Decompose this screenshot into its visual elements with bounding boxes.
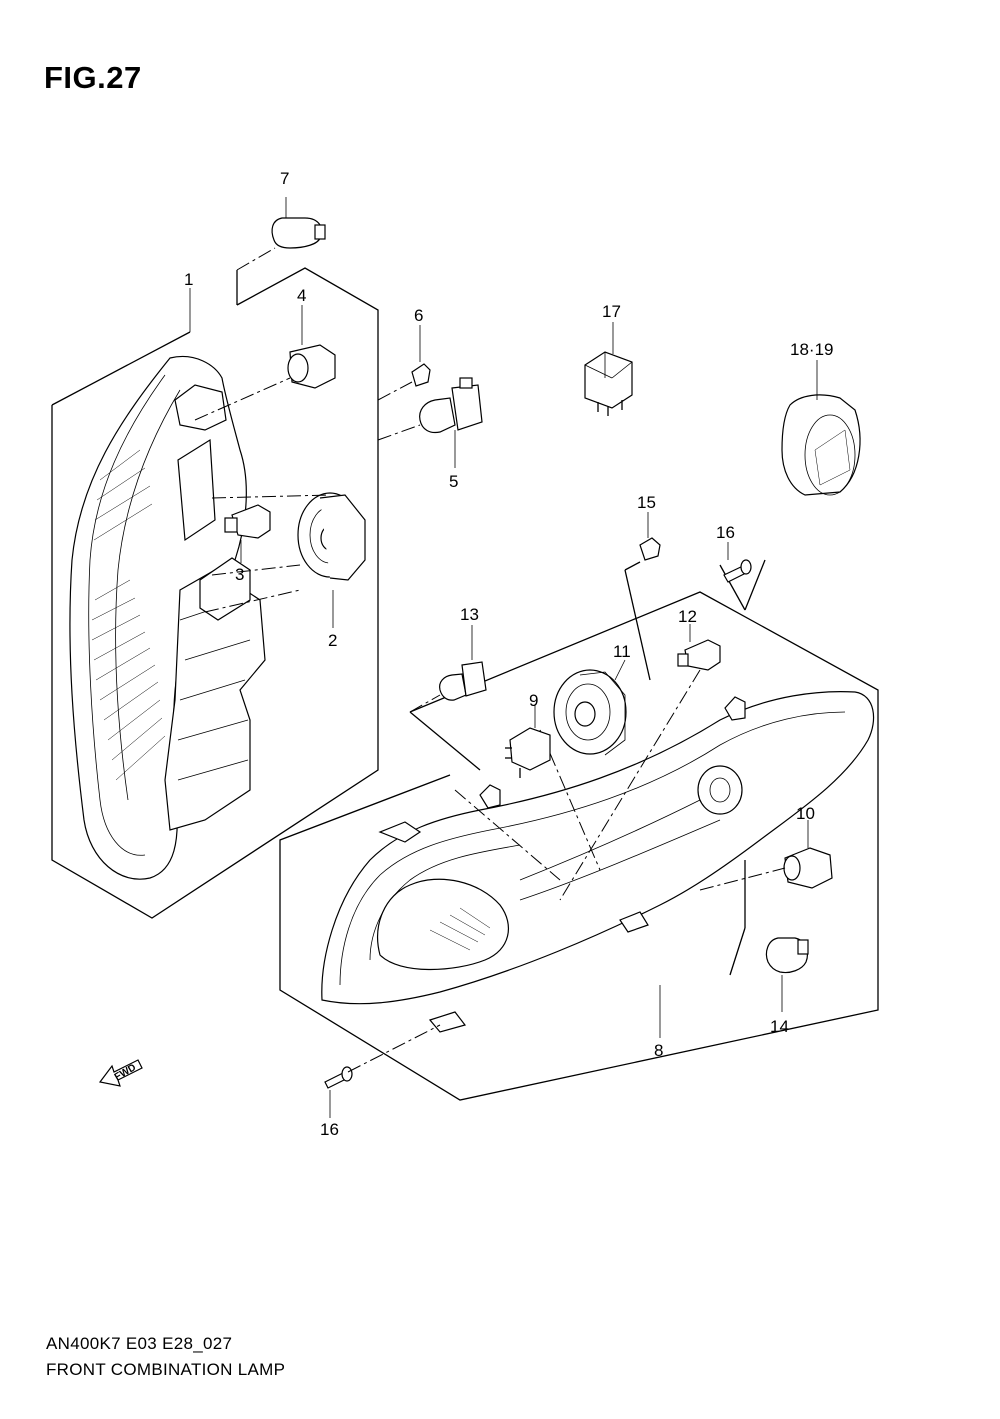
bulb-6: [411, 325, 431, 387]
screw-16-bottom: [324, 1066, 353, 1118]
forward-direction-arrow: FWD: [98, 1059, 143, 1087]
callout-label: 15: [637, 493, 656, 512]
callout-label: 16: [320, 1120, 339, 1139]
figure-name: FRONT COMBINATION LAMP: [46, 1360, 286, 1379]
callout-label: 1: [184, 270, 193, 289]
bulb-15: [639, 512, 661, 561]
bulb-14: [765, 937, 809, 1012]
callout-label: 12: [678, 607, 697, 626]
bulb-13: [439, 625, 487, 701]
socket-9: [505, 705, 551, 778]
relay-17: [584, 322, 633, 416]
assembly-box-right: [279, 559, 879, 1101]
callout-label: 16: [716, 523, 735, 542]
callout-label: 8: [654, 1041, 663, 1060]
assembly-box-left: [51, 267, 379, 919]
callout-labels: 1 2 3 4 5 6 7 8 9 10 11 12 13 14 15 16 1…: [184, 169, 833, 1139]
bulb-5: [419, 377, 483, 468]
callout-label: 2: [328, 631, 337, 650]
right-headlamp-housing: [321, 691, 875, 1033]
callout-label: 18·19: [790, 340, 833, 359]
callout-label: 10: [796, 804, 815, 823]
screw-16-top: [723, 542, 752, 583]
callout-label: 3: [235, 565, 244, 584]
socket-10: [783, 820, 833, 889]
reflector-18-19: [781, 360, 861, 496]
left-lamp-housing: [69, 356, 266, 880]
figure-code: AN400K7 E03 E28_027: [46, 1334, 233, 1353]
callout-label: 9: [529, 691, 538, 710]
bulb-7: [271, 197, 326, 249]
callout-label: 7: [280, 169, 289, 188]
socket-3: [224, 504, 271, 563]
callout-label: 4: [297, 286, 306, 305]
forward-direction-label: FWD: [113, 1062, 138, 1083]
callout-label: 5: [449, 472, 458, 491]
callout-label: 17: [602, 302, 621, 321]
socket-4: [287, 305, 336, 389]
callout-label: 14: [770, 1017, 789, 1036]
reflector-11: [553, 659, 627, 756]
figure-title: FIG.27: [44, 60, 142, 95]
callout-label: 13: [460, 605, 479, 624]
callout-label: 11: [613, 642, 631, 661]
reflector-2: [297, 492, 366, 628]
socket-12: [677, 624, 721, 671]
callout-label: 6: [414, 306, 423, 325]
